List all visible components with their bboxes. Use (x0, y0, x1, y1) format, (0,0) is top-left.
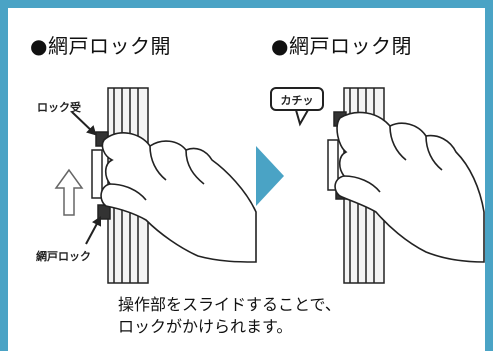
callout-screen-lock: 網戸ロック (36, 250, 91, 263)
callout-lock-receiver: ロック受 (37, 101, 81, 114)
heading-lock-open: ●網戸ロック開 (30, 34, 171, 58)
speech-bubble: カチッ (270, 87, 324, 111)
caption: 操作部をスライドすることで、 ロックがかけられます。 (118, 294, 341, 338)
caption-line-2: ロックがかけられます。 (118, 317, 293, 336)
speech-bubble-text: カチッ (280, 94, 314, 107)
triangle-right-icon (256, 146, 284, 206)
left-lock-parts (91, 131, 111, 220)
left-hand (100, 132, 257, 263)
heading-lock-close: ●網戸ロック閉 (271, 34, 412, 58)
up-arrow-outline-icon (54, 168, 84, 216)
left-callout-lines (71, 111, 101, 245)
right-hand (334, 111, 485, 263)
caption-line-1: 操作部をスライドすることで、 (118, 295, 341, 314)
